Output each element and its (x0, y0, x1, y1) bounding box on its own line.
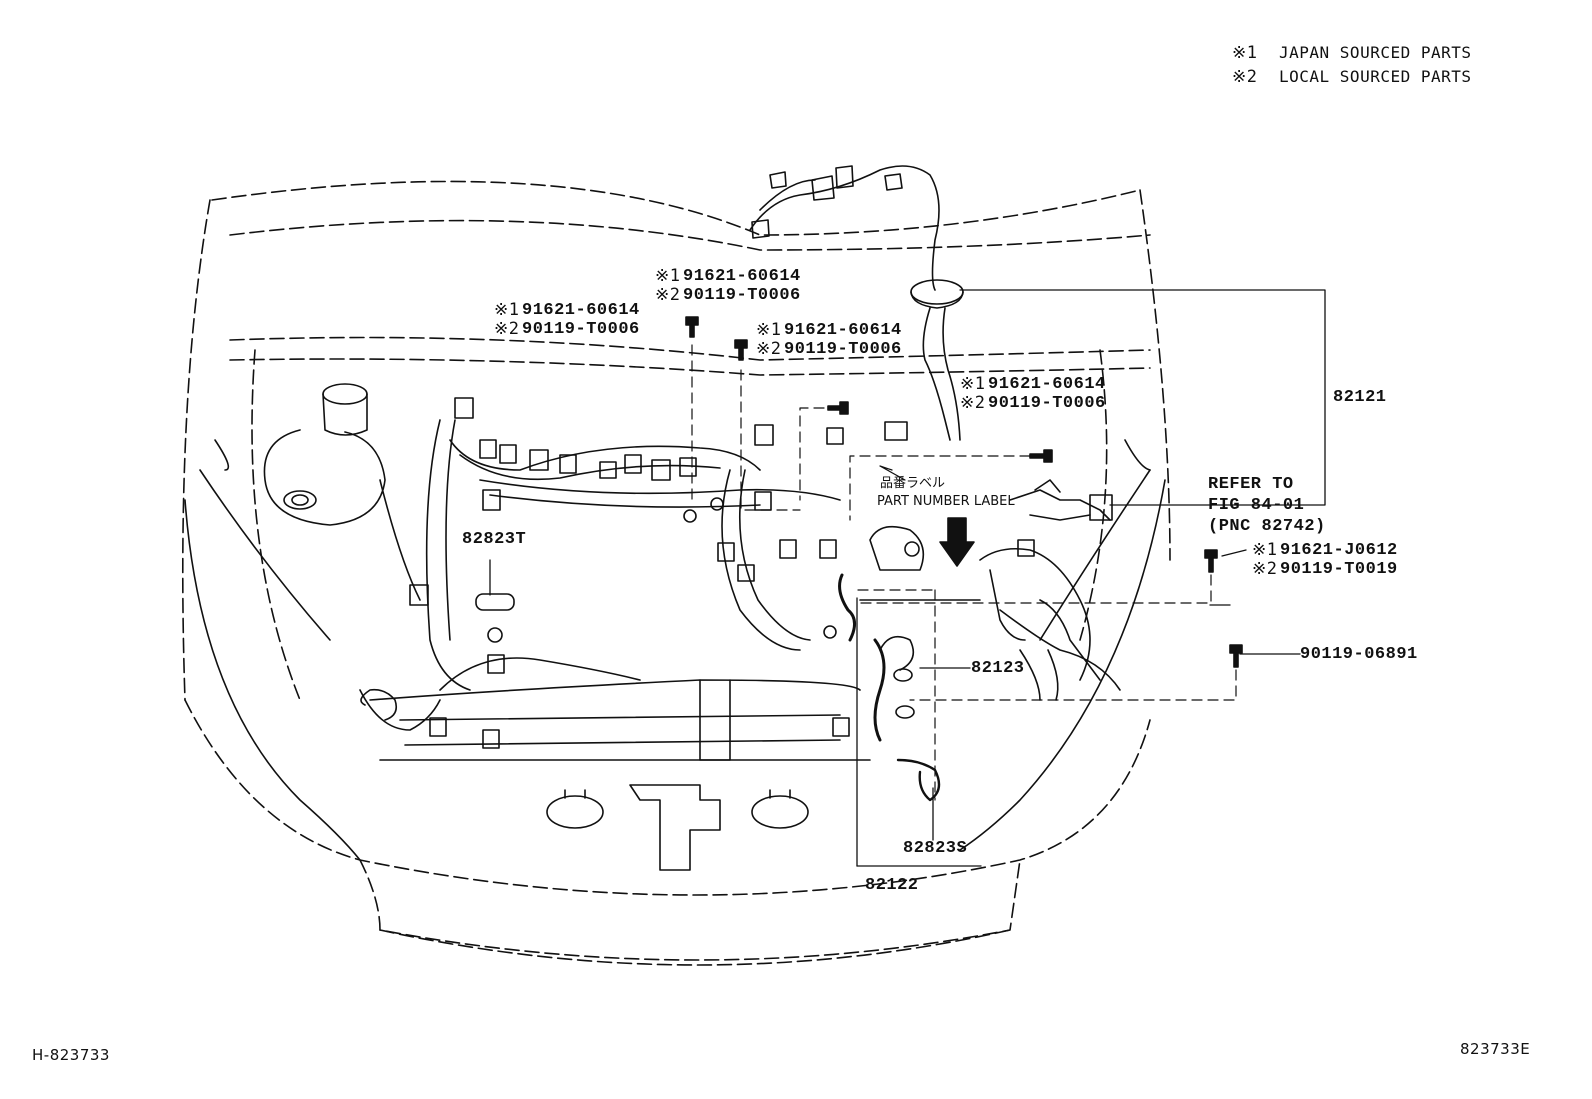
callout-part-number: 91621-60614 (784, 321, 902, 340)
down-arrow-icon (939, 517, 975, 567)
part-label-82823t: 82823T (462, 530, 527, 549)
callout-mark: ※1 (494, 300, 520, 320)
engine-bay-components (263, 165, 1121, 871)
part-label-82123: 82123 (971, 659, 1025, 678)
footer-left-code: H-823733 (32, 1046, 110, 1064)
callout-part-number: 90119-T0019 (1280, 560, 1398, 579)
callout-part-number: 91621-J0612 (1280, 541, 1398, 560)
callout-part-number: 91621-60614 (988, 375, 1106, 394)
dashed-leaders (691, 344, 1237, 801)
legend-text-japan: JAPAN SOURCED PARTS (1279, 43, 1472, 62)
legend-mark-1: ※1 (1232, 43, 1258, 63)
part-number-label-en: PART NUMBER LABEL (877, 494, 1015, 509)
callout-part-number: 90119-T0006 (683, 286, 801, 305)
callout-mark: ※1 (960, 374, 986, 394)
part-number-label-jp: 品番ラベル (880, 476, 946, 491)
label-pointer (879, 465, 906, 481)
leader-lines (489, 289, 1326, 867)
callout-mark: ※1 (655, 266, 681, 286)
callout-mark: ※2 (655, 285, 681, 305)
callout-part-number: 90119-T0006 (988, 394, 1106, 413)
callout-part-number: 90119-T0006 (522, 320, 640, 339)
callout-part-number: 91621-60614 (683, 267, 801, 286)
callout-mark: ※1 (756, 320, 782, 340)
callout-mark: ※1 (1252, 540, 1278, 560)
callout-mark: ※2 (494, 319, 520, 339)
fender-lines (184, 439, 1166, 861)
callout-mark: ※2 (960, 393, 986, 413)
legend-mark-2: ※2 (1232, 67, 1258, 87)
callout-mark: ※2 (756, 339, 782, 359)
callout-mark: ※2 (1252, 559, 1278, 579)
refer-text-line1: REFER TO (1208, 475, 1294, 494)
footer-right-code: 823733E (1460, 1040, 1531, 1058)
legend-text-local: LOCAL SOURCED PARTS (1279, 67, 1472, 86)
callout-part-number: 90119-T0006 (784, 340, 902, 359)
part-label-82823s: 82823S (903, 839, 968, 858)
connector-blocks (409, 397, 1035, 749)
part-label-82122: 82122 (865, 876, 919, 895)
refer-text-line2: FIG 84-01 (1208, 496, 1305, 515)
callout-bolt-f: 90119-06891 (1300, 645, 1418, 664)
part-label-82121: 82121 (1333, 388, 1387, 407)
refer-text-line3: (PNC 82742) (1208, 517, 1326, 536)
callout-part-number: 91621-60614 (522, 301, 640, 320)
